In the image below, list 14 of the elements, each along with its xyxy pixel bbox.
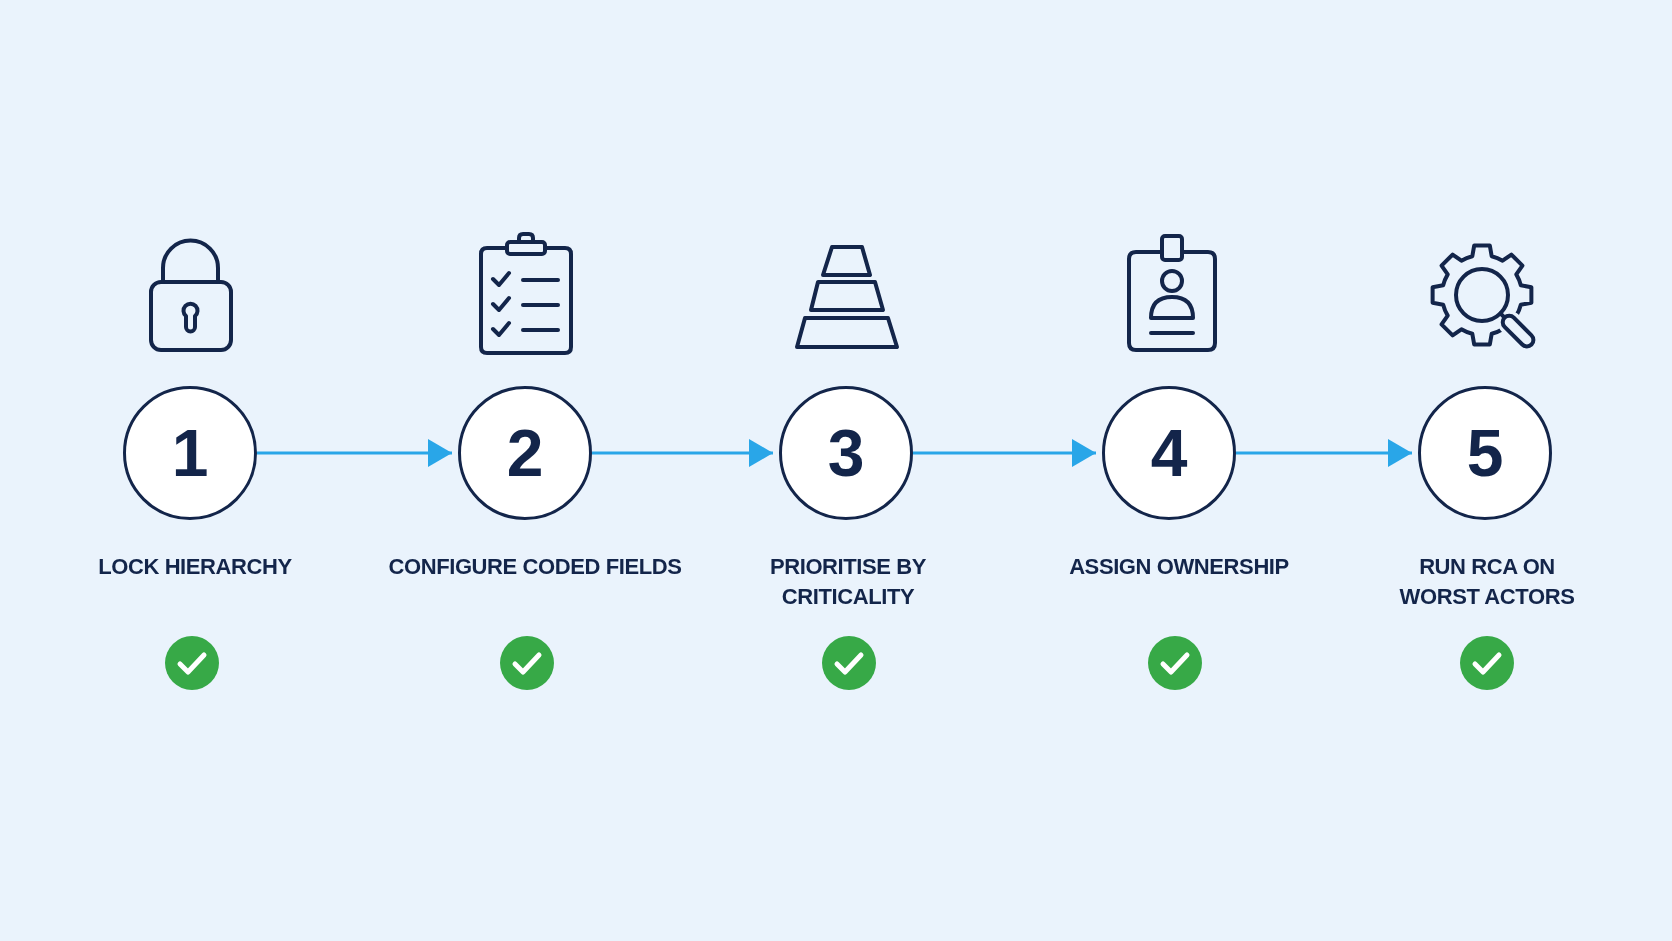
step-label: ASSIGN OWNERSHIP (1069, 553, 1289, 581)
step-number: 5 (1466, 420, 1504, 486)
step-number: 4 (1150, 420, 1188, 486)
step-number: 3 (827, 420, 865, 486)
arrow (257, 439, 452, 467)
step-number: 2 (506, 420, 544, 486)
step-number: 1 (171, 420, 209, 486)
arrow (592, 439, 773, 467)
step-label: RUN RCA ON WORST ACTORS (1398, 553, 1576, 611)
arrow (1236, 439, 1412, 467)
arrow (913, 439, 1096, 467)
step-label: LOCK HIERARCHY (98, 553, 292, 581)
step-label: CONFIGURE CODED FIELDS (388, 553, 682, 581)
step-label: PRIORITISE BY CRITICALITY (768, 553, 928, 611)
